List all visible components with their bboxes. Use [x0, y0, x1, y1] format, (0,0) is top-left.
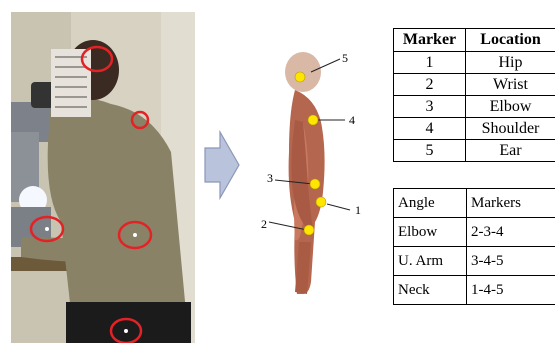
- anatomy-label-3: 3: [267, 171, 273, 185]
- anatomy-label-5: 5: [342, 51, 348, 65]
- table-cell: Wrist: [466, 74, 555, 96]
- table-cell: 2: [394, 74, 466, 96]
- angle-markers-table: Angle Markers Elbow 2-3-4 U. Arm 3-4-5 N…: [393, 188, 555, 305]
- table-row: 1 Hip: [394, 52, 555, 74]
- anatomy-head-icon: [285, 52, 321, 92]
- table-cell: Hip: [466, 52, 555, 74]
- table-cell: 3: [394, 96, 466, 118]
- table-cell: Neck: [394, 276, 467, 305]
- worker-photo: [11, 12, 195, 343]
- anatomy-label-1: 1: [355, 203, 361, 217]
- table-cell: 3-4-5: [467, 247, 555, 276]
- marker-location-table: Marker Location 1 Hip 2 Wrist 3 Elbow 4 …: [393, 28, 555, 162]
- table-cell: Shoulder: [466, 118, 555, 140]
- table-row: Angle Markers: [394, 189, 555, 218]
- table-cell: 1: [394, 52, 466, 74]
- table-row: U. Arm 3-4-5: [394, 247, 555, 276]
- anatomy-label-2: 2: [261, 217, 267, 231]
- table-cell: Elbow: [394, 218, 467, 247]
- table-header: Marker: [394, 29, 466, 52]
- table-cell: U. Arm: [394, 247, 467, 276]
- table-row: 3 Elbow: [394, 96, 555, 118]
- table-cell: Ear: [466, 140, 555, 162]
- table-cell: Elbow: [466, 96, 555, 118]
- hip-marker-dot: [316, 197, 326, 207]
- ear-marker-dot: [295, 72, 305, 82]
- table-row: 5 Ear: [394, 140, 555, 162]
- anatomy-figure: 5 4 3 2 1: [255, 42, 375, 302]
- shoulder-marker-dot: [308, 115, 318, 125]
- table-cell: Markers: [467, 189, 555, 218]
- table-cell: 2-3-4: [467, 218, 555, 247]
- table-row: 4 Shoulder: [394, 118, 555, 140]
- table-cell: 1-4-5: [467, 276, 555, 305]
- anatomy-label-4: 4: [349, 113, 355, 127]
- table-cell: 5: [394, 140, 466, 162]
- wrist-marker-dot: [304, 225, 314, 235]
- table-row: Elbow 2-3-4: [394, 218, 555, 247]
- table-cell: 4: [394, 118, 466, 140]
- table-row: Neck 1-4-5: [394, 276, 555, 305]
- table-header: Location: [466, 29, 555, 52]
- table-row: 2 Wrist: [394, 74, 555, 96]
- right-arrow-icon: [204, 130, 240, 200]
- elbow-marker-dot: [310, 179, 320, 189]
- table-cell: Angle: [394, 189, 467, 218]
